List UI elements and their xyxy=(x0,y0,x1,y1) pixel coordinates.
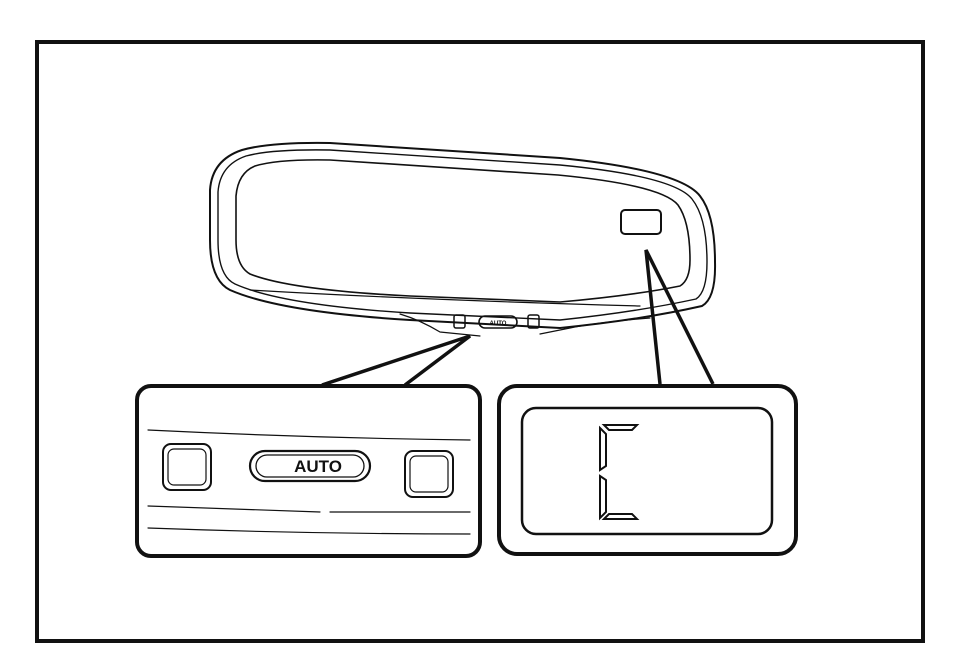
mirror-right-button[interactable] xyxy=(527,314,540,329)
right-callout-pointer xyxy=(644,249,715,385)
auto-button-label: AUTO xyxy=(294,457,342,476)
left-callout-pointer xyxy=(321,334,472,387)
mirror-housing-inner-rim xyxy=(217,149,708,321)
mirror-sensor-window xyxy=(620,209,662,235)
mirror-left-button[interactable] xyxy=(453,314,466,329)
rearview-mirror xyxy=(209,141,717,337)
mirror-auto-button-label: AUTO xyxy=(490,321,507,327)
button-panel-frame xyxy=(135,384,482,558)
right-square-button[interactable] xyxy=(404,450,454,498)
indicator-segment-c xyxy=(599,424,640,521)
left-square-button[interactable] xyxy=(162,443,212,491)
callout-pointers xyxy=(321,249,715,387)
indicator-callout: C xyxy=(497,384,798,556)
button-panel-callout: AUTO xyxy=(135,384,482,558)
mirror-auto-button[interactable] xyxy=(478,315,518,329)
auto-button[interactable] xyxy=(248,449,372,483)
mirror-housing xyxy=(209,141,717,329)
indicator-screen xyxy=(520,406,774,536)
